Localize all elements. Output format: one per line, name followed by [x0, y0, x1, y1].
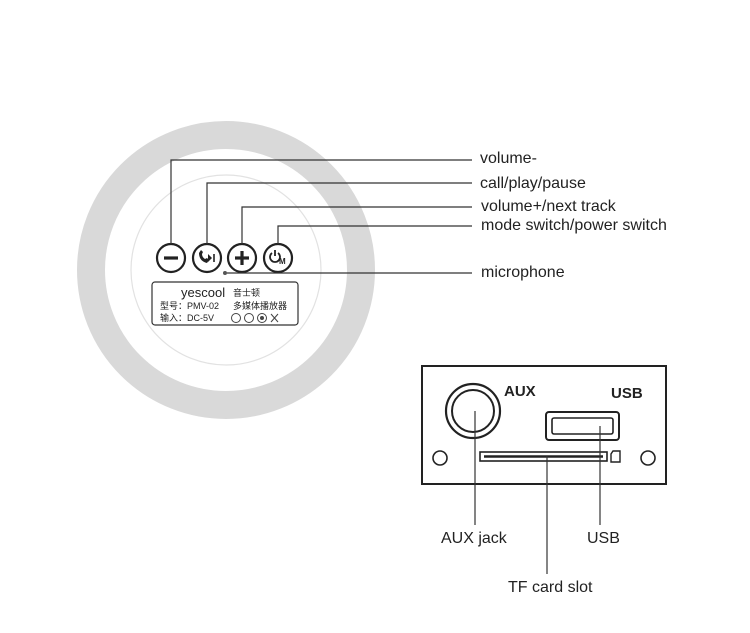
nameplate-brand: yescool — [181, 285, 226, 300]
plus-icon — [235, 251, 249, 265]
nameplate — [151, 281, 299, 326]
panel-usb-title: USB — [611, 385, 643, 402]
mode-power-button: M — [262, 242, 294, 274]
power-mode-icon: M — [269, 250, 286, 266]
inner-face — [130, 174, 322, 366]
volume-minus-button — [155, 242, 187, 274]
label-mode-power: mode switch/power switch — [481, 217, 667, 234]
label-aux-jack: AUX jack — [441, 530, 507, 547]
usb-port — [545, 411, 620, 441]
leader-lines — [170, 159, 472, 274]
panel-aux-title: AUX — [504, 383, 536, 400]
volume-plus-button — [226, 242, 258, 274]
tf-card-slot — [479, 450, 621, 463]
screw-right — [640, 450, 656, 466]
screw-left — [432, 450, 448, 466]
label-microphone: microphone — [481, 264, 565, 281]
nameplate-input: 输入：DC-5V — [160, 313, 215, 323]
label-usb: USB — [587, 530, 620, 547]
aux-jack-port — [444, 382, 502, 440]
svg-text:M: M — [279, 257, 286, 266]
label-tf-card-slot: TF card slot — [508, 579, 593, 596]
label-volume-plus-next: volume+/next track — [481, 198, 616, 215]
port-panel — [421, 365, 667, 574]
call-play-pause-icon — [199, 250, 215, 263]
call-play-pause-button — [191, 242, 223, 274]
nameplate-model: 型号：PMV-02 — [160, 301, 220, 311]
label-volume-minus: volume- — [480, 150, 537, 167]
outer-ring — [77, 121, 375, 419]
speaker-top-view: M — [77, 121, 472, 419]
certification-icons — [231, 313, 279, 323]
panel-leader-lines — [474, 411, 601, 574]
microphone-hole — [223, 271, 227, 275]
nameplate-product: 多媒体播放器 — [233, 301, 288, 311]
label-call-play-pause: call/play/pause — [480, 175, 586, 192]
nameplate-brand-cn: 音士顿 — [233, 288, 261, 298]
